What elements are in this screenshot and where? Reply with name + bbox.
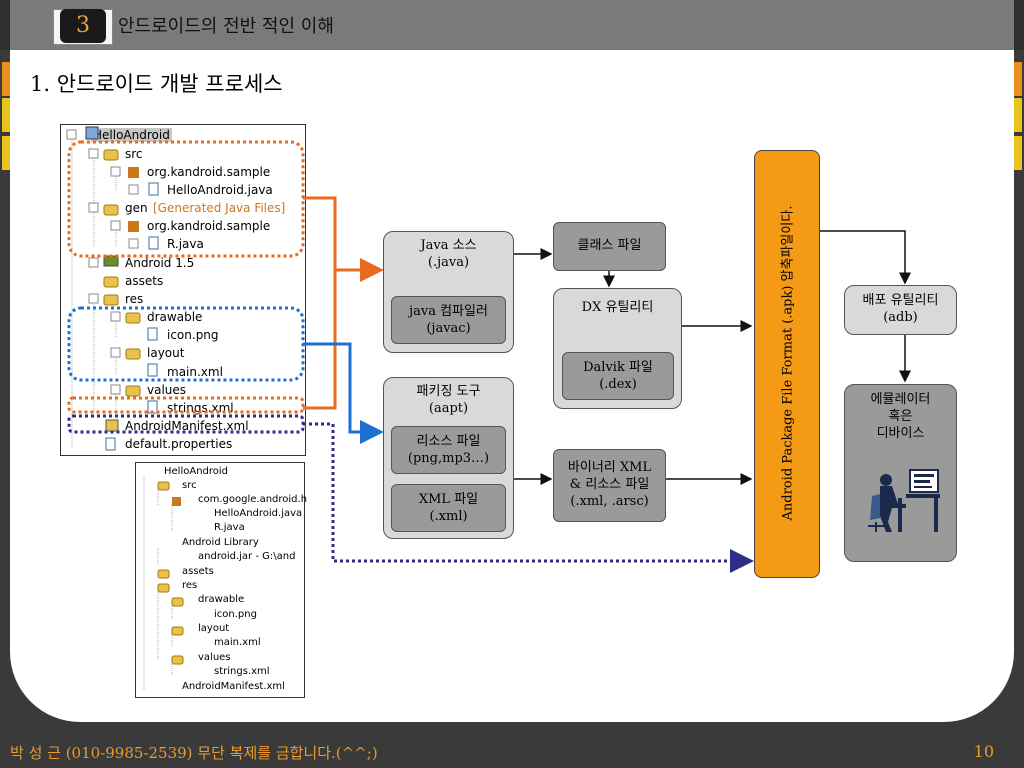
tree1-node-r-java: R.java — [167, 237, 204, 251]
tree1-node-assets: assets — [125, 274, 164, 288]
tree1-node-drawable: drawable — [147, 310, 203, 324]
tree1-node-android-lib: Android 1.5 — [125, 256, 195, 270]
java-source-label: Java 소스 (.java) — [420, 238, 477, 270]
tree1-node-layout: layout — [147, 346, 185, 360]
xml-file-label: XML 파일 (.xml) — [418, 492, 479, 524]
tree2-node-res: res — [182, 580, 198, 591]
deploy-utility-box: 배포 유틸리티 (adb) — [844, 285, 957, 335]
resource-file-label: 리소스 파일 (png,mp3…) — [407, 434, 490, 466]
xml-file-box: XML 파일 (.xml) — [391, 484, 506, 532]
emulator-device-label: 에뮬레이터 혹은 디바이스 — [870, 392, 931, 441]
header-left-edge — [0, 0, 10, 50]
tree2-node-icon-png: icon.png — [214, 609, 257, 620]
tree2-node-manifest: AndroidManifest.xml — [182, 681, 285, 692]
resource-file-box: 리소스 파일 (png,mp3…) — [391, 426, 506, 474]
left-tab-yellow — [2, 98, 10, 132]
tree1-node-gen: gen — [125, 201, 148, 215]
tree1-node-gen-package: org.kandroid.sample — [147, 219, 271, 233]
tree1-node-manifest: AndroidManifest.xml — [125, 419, 249, 433]
section-number: 3 — [60, 9, 106, 43]
tree1-node-main-xml: main.xml — [167, 365, 223, 379]
left-tab-orange — [2, 62, 10, 96]
left-tab-yellow-2 — [2, 136, 10, 170]
developer-computer-icon — [868, 469, 940, 532]
tree1-node-values: values — [147, 383, 187, 397]
java-compiler-label: java 컴파일러 (javac) — [409, 304, 488, 336]
tree2-node-helloandroid-java: HelloAndroid.java — [214, 508, 303, 519]
deploy-utility-label: 배포 유틸리티 (adb) — [862, 293, 939, 325]
tree1-node-src: src — [125, 147, 143, 161]
dx-utility-label: DX 유틸리티 — [581, 300, 654, 315]
project-tree-android15: HelloAndroid src org.kandroid.sample Hel… — [60, 124, 306, 456]
tree1-node-helloandroid-java: HelloAndroid.java — [167, 183, 273, 197]
tree1-gen-note: [Generated Java Files] — [153, 201, 286, 215]
packaging-tool-box: 패키징 도구 (aapt) 리소스 파일 (png,mp3…) XML 파일 (… — [383, 377, 514, 539]
binary-xml-box: 바이너리 XML & 리소스 파일 (.xml, .arsc) — [553, 449, 666, 522]
class-file-label: 클래스 파일 — [577, 238, 642, 253]
tree1-node-icon-png: icon.png — [167, 328, 219, 342]
right-tab-yellow — [1014, 98, 1022, 132]
tree2-node-drawable: drawable — [198, 594, 245, 605]
tree2-node-android-jar: android.jar - G:\and — [198, 551, 296, 562]
tree2-node-android-library: Android Library — [182, 537, 259, 548]
tree2-node-package: com.google.android.h — [198, 494, 308, 505]
dx-utility-box: DX 유틸리티 Dalvik 파일 (.dex) — [553, 288, 682, 409]
binary-xml-label: 바이너리 XML & 리소스 파일 (.xml, .arsc) — [567, 460, 652, 509]
tree2-node-project: HelloAndroid — [164, 466, 229, 477]
tree2-node-main-xml: main.xml — [214, 637, 261, 648]
tree1-node-res: res — [125, 292, 144, 306]
tree2-node-strings-xml: strings.xml — [214, 666, 270, 677]
section-title: 안드로이드의 전반 적인 이해 — [118, 16, 334, 37]
tree2-node-r-java: R.java — [214, 522, 245, 533]
dalvik-file-box: Dalvik 파일 (.dex) — [562, 352, 674, 400]
apk-package-label: Android Package File Format (.apk) 압축파일이… — [780, 205, 796, 521]
class-file-box: 클래스 파일 — [553, 222, 666, 271]
java-compiler-box: java 컴파일러 (javac) — [391, 296, 506, 344]
tree2-node-assets: assets — [182, 566, 214, 577]
apk-package-box — [754, 150, 820, 578]
tree1-node-package: org.kandroid.sample — [147, 165, 271, 179]
emulator-device-box: 에뮬레이터 혹은 디바이스 — [844, 384, 957, 562]
java-source-box: Java 소스 (.java) java 컴파일러 (javac) — [383, 231, 514, 353]
tree1-node-default-properties: default.properties — [125, 437, 233, 451]
footer-copyright: 박 성 근 (010-9985-2539) 무단 복제를 금합니다.(^^;) — [10, 744, 378, 762]
tree2-node-values: values — [198, 652, 231, 663]
tree2-node-src: src — [182, 480, 197, 491]
tree2-node-layout: layout — [198, 623, 230, 634]
packaging-tool-label: 패키징 도구 (aapt) — [416, 384, 481, 416]
tree1-node-project: HelloAndroid — [91, 128, 172, 142]
page-number: 10 — [973, 742, 994, 761]
dalvik-file-label: Dalvik 파일 (.dex) — [583, 360, 653, 392]
slide-title: 1. 안드로이드 개발 프로세스 — [30, 72, 283, 96]
slide-header — [0, 0, 1024, 50]
header-right-edge — [1014, 0, 1024, 50]
right-tab-orange — [1014, 62, 1022, 96]
project-tree-android-library: HelloAndroid src com.google.android.h He… — [135, 462, 308, 698]
right-tab-yellow-2 — [1014, 136, 1022, 170]
